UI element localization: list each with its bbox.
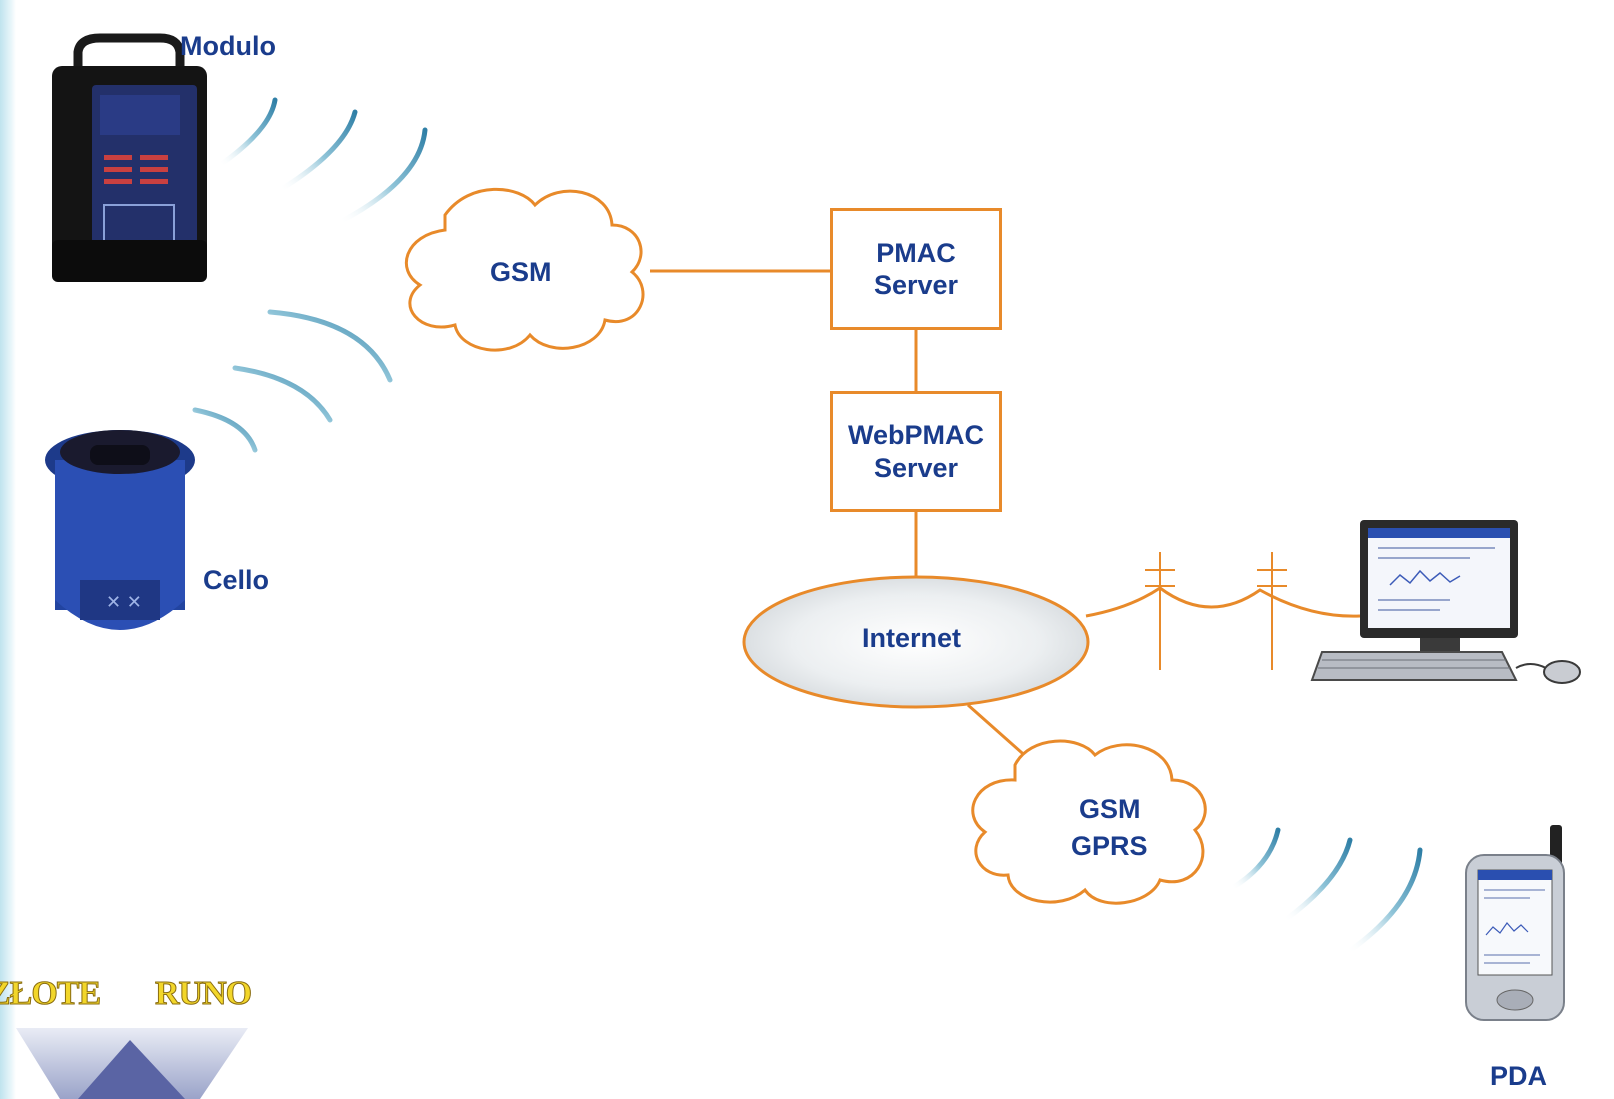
gsm-gprs-label-line2: GPRS: [1071, 831, 1148, 861]
pmac-server-label-line2: Server: [873, 270, 959, 300]
webpmac-server-label-line1: WebPMAC: [847, 420, 984, 451]
svg-text:✕ ✕: ✕ ✕: [106, 592, 142, 613]
connection-lines: [650, 269, 1361, 762]
gsm-gprs-label-line1: GSM: [1079, 794, 1141, 824]
utility-pole-icon: [1145, 552, 1287, 670]
gsm-gprs-cloud-shape: [971, 739, 1207, 905]
pmac-server-box: PMAC Server: [830, 208, 1002, 330]
modulo-logger-icon: [52, 33, 207, 282]
internet-to-gprs-link: [967, 703, 1031, 762]
logo-shape: [16, 1028, 248, 1099]
left-edge-gradient: [0, 0, 16, 1099]
cello-logger-icon: ✕ ✕: [45, 430, 195, 630]
internet-to-computer-link: [1085, 586, 1361, 618]
pda-label: PDA: [1490, 1061, 1548, 1091]
logo-word-runo: RUNO: [154, 975, 252, 1013]
cello-label: Cello: [203, 565, 270, 595]
modulo-label: Modulo: [180, 31, 276, 61]
desktop-computer-icon: [1310, 520, 1581, 684]
webpmac-server-label-line2: Server: [873, 452, 959, 483]
internet-label: Internet: [862, 623, 962, 653]
wireless-wave-icon: [192, 97, 1423, 955]
gsm-label: GSM: [490, 257, 552, 287]
internet-ellipse: [742, 575, 1090, 709]
webpmac-server-box: WebPMAC Server: [830, 391, 1002, 512]
logo-word-zlote: ZŁOTE: [0, 975, 102, 1013]
pda-icon: [1465, 825, 1565, 1021]
pmac-server-label-line1: PMAC: [876, 237, 956, 268]
gsm-cloud-shape: [404, 187, 645, 352]
